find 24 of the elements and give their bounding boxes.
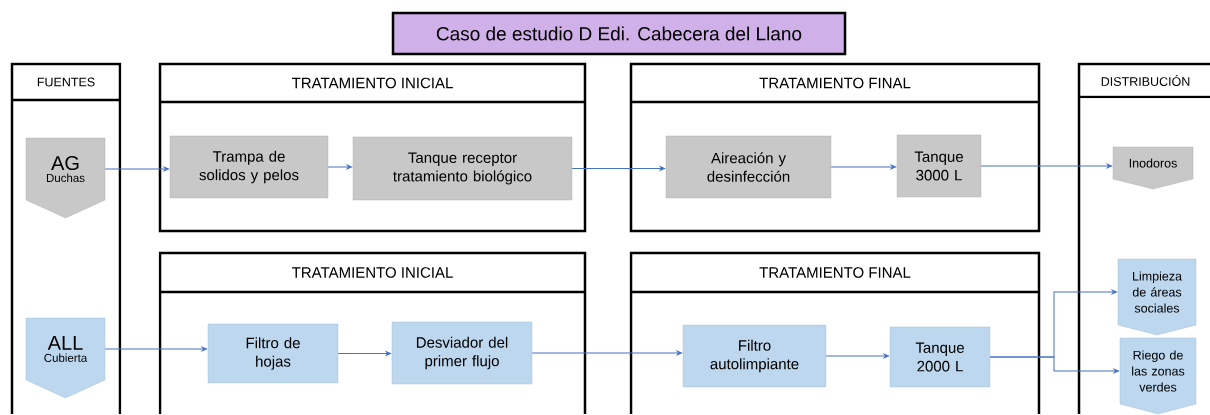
use-pentagon: Limpieza de áreas sociales — [1117, 258, 1197, 336]
arrow — [104, 346, 208, 352]
arrow — [825, 353, 890, 359]
process-box: Desviador del primer flujo — [391, 321, 533, 385]
arrow — [830, 164, 897, 170]
process-box: Tanque 3000 L — [896, 134, 982, 198]
arrow — [980, 163, 1113, 169]
process-box: Trampa de solidos y pelos — [169, 135, 329, 199]
arrow — [327, 164, 353, 170]
process-box: Tanque 2000 L — [889, 326, 991, 388]
arrow — [337, 351, 392, 356]
arrow — [531, 350, 683, 356]
process-box: Filtro autolimpiante — [682, 324, 827, 388]
use-pentagon: Riego de las zonas verdes — [1119, 337, 1197, 415]
arrow — [104, 166, 170, 172]
source-pentagon: AG Duchas — [25, 137, 106, 219]
process-box: Tanque receptor tratamiento biológico — [352, 136, 573, 201]
process-box: Aireación y desinfección — [665, 135, 832, 199]
process-box: Filtro de hojas — [207, 323, 339, 384]
title-box: Caso de estudio D Edi. Cabecera del Llano — [391, 11, 847, 56]
arrow — [989, 356, 1120, 374]
source-pentagon: ALL Cubierta — [25, 317, 106, 399]
arrow — [571, 166, 666, 171]
use-pentagon: Inodoros — [1112, 146, 1194, 190]
